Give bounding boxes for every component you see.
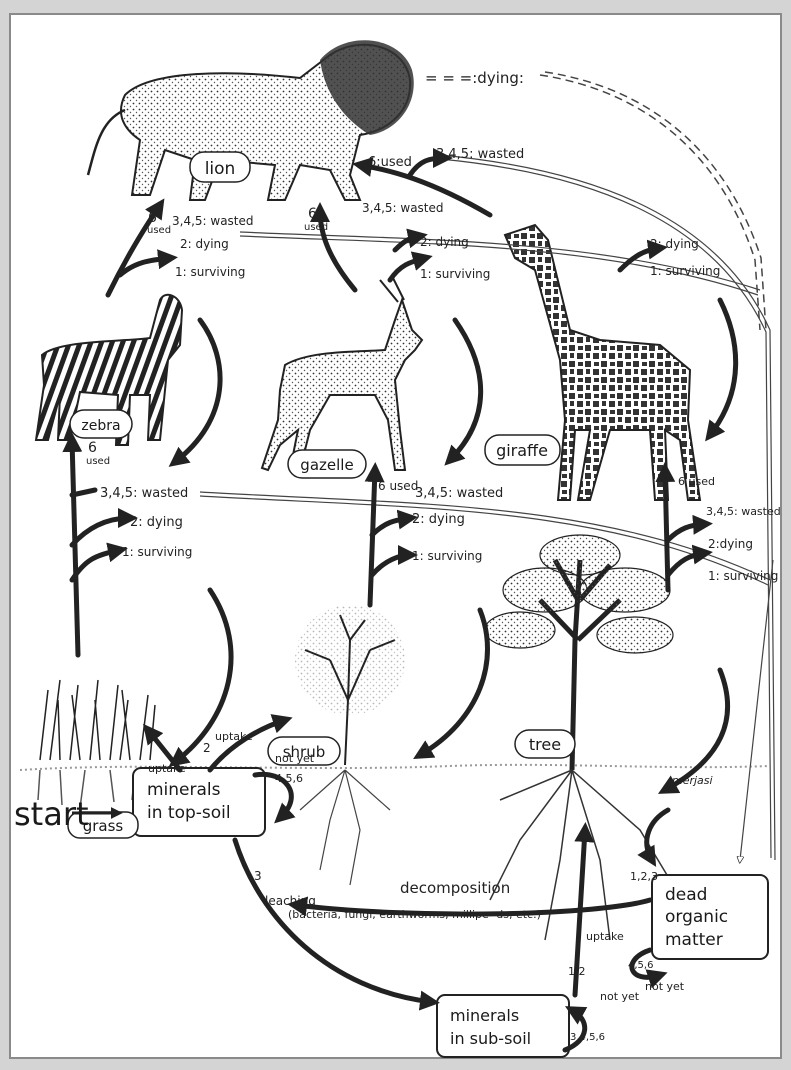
tree-wasted-label: 3,4,5: wasted — [706, 505, 781, 518]
leaching-num: 3 — [254, 869, 262, 883]
dead-line3: matter — [665, 930, 723, 950]
topsoil-line2: in top-soil — [147, 803, 231, 823]
zebra-dying-label: 2: dying — [180, 237, 229, 251]
shrub-surviving-label: 1: surviving — [412, 549, 482, 563]
notyet-dead-label: not yet — [645, 980, 685, 993]
lion-used-label: 6:used — [368, 155, 412, 170]
gazelle-used-label: 6 — [308, 206, 317, 222]
gazelle-label: gazelle — [300, 456, 353, 474]
dead-line1: dead — [665, 885, 707, 905]
zebra-wasted-label: 3,4,5: wasted — [172, 214, 254, 228]
notyet-sub-num: 3,4,5,6 — [570, 1032, 605, 1043]
decomposers-label: (bacteria, fungi, earthworms, millipe- d… — [288, 908, 541, 921]
notyet-sub-label: not yet — [600, 990, 640, 1003]
shrub-wasted-label: 3,4,5: wasted — [415, 486, 503, 501]
uptake-shrub-label: uptake — [215, 730, 253, 743]
subsoil-line1: minerals — [450, 1006, 519, 1025]
notyet-top-label: not yet — [275, 752, 315, 765]
notyet-dead-num: 4,5,6 — [628, 960, 653, 971]
tree-surviving-label: 1: surviving — [708, 569, 778, 583]
topsoil-box — [133, 768, 265, 836]
zebra-used-sub: used — [147, 225, 171, 236]
giraffe-label: giraffe — [496, 441, 548, 460]
dying-top-label: = = =:dying: — [425, 69, 524, 87]
shrub-dying-label: 2: dying — [412, 512, 465, 527]
grass-label: grass — [83, 817, 124, 835]
zebra-surviving-label: 1: surviving — [175, 265, 245, 279]
leaching-label: leaching — [265, 894, 316, 908]
uptake-shrub-num: 2 — [203, 741, 211, 755]
tree-dying-label: 2:dying — [708, 537, 753, 551]
subsoil-line2: in sub-soil — [450, 1029, 531, 1048]
dead-to-top-num: 1,2,3 — [630, 870, 658, 883]
zebra-used-label: 6 — [148, 210, 157, 226]
decomposition-label: decomposition — [400, 879, 510, 897]
start-label: start — [14, 795, 89, 833]
grass-surviving-label: 1: surviving — [122, 545, 192, 559]
tree-used-label: 6 used — [678, 475, 715, 488]
artist-signature: merjasi — [672, 774, 713, 787]
lion-label: lion — [205, 159, 236, 179]
giraffe-dying-label: 2: dying — [650, 237, 699, 251]
gazelle-wasted-label: 3,4,5: wasted — [362, 201, 444, 215]
dead-line2: organic — [665, 907, 728, 927]
gazelle-dying-label: 2: dying — [420, 235, 469, 249]
uptake-grass-label: uptake — [148, 762, 186, 775]
uptake-tree-num: 1,2 — [568, 965, 586, 978]
shrub-used-label: 6 used — [378, 479, 418, 493]
zebra-label: zebra — [81, 418, 120, 434]
gazelle-surviving-label: 1: surviving — [420, 267, 490, 281]
notyet-top-num: 4,5,6 — [275, 772, 303, 785]
topsoil-line1: minerals — [147, 780, 221, 800]
uptake-tree-label: uptake — [586, 930, 624, 943]
grass-wasted-label: 3,4,5: wasted — [100, 486, 188, 501]
giraffe-surviving-label: 1: surviving — [650, 264, 720, 278]
tree-label: tree — [529, 735, 561, 754]
grass-used-label: 6 — [88, 440, 97, 456]
grass-dying-label: 2: dying — [130, 515, 183, 530]
grass-used-sub: used — [86, 456, 110, 467]
lion-wasted-label: 3,4,5: wasted — [436, 147, 524, 162]
gazelle-used-sub: used — [304, 222, 328, 233]
